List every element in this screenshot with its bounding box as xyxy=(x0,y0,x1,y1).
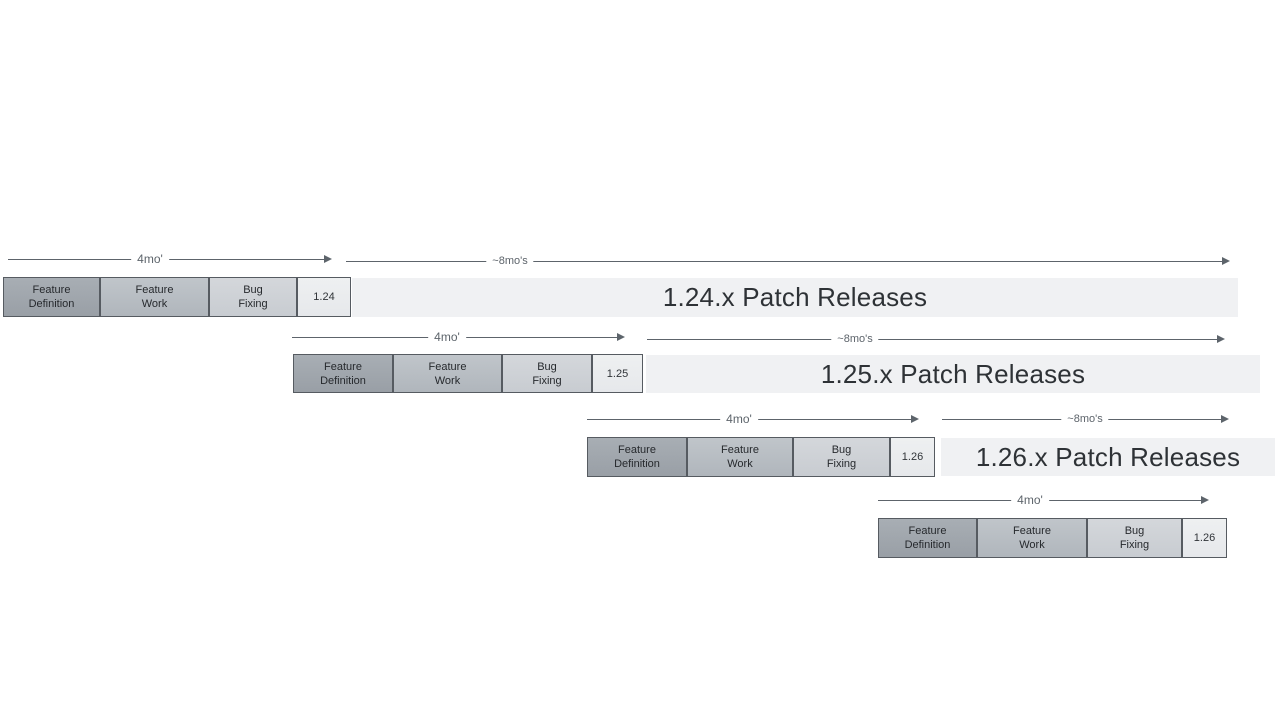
release-version-box: 1.24 xyxy=(297,277,351,317)
timeline-arrow-8mo: ~8mo's xyxy=(942,413,1229,425)
patch-releases-bar: 1.26.x Patch Releases xyxy=(941,438,1275,476)
patch-releases-label: 1.25.x Patch Releases xyxy=(820,358,1086,389)
bug-fixing-box: Bug Fixing xyxy=(502,354,592,393)
bug-fixing-box: Bug Fixing xyxy=(793,437,890,477)
feature-work-box: Feature Work xyxy=(100,277,209,317)
duration-label-8mo: ~8mo's xyxy=(831,333,879,345)
release-version-box: 1.26 xyxy=(1182,518,1227,558)
timeline-arrow-8mo: ~8mo's xyxy=(647,333,1225,345)
patch-releases-label: 1.24.x Patch Releases xyxy=(662,282,928,312)
duration-label-8mo: ~8mo's xyxy=(486,255,534,267)
duration-label-4mo: 4mo' xyxy=(131,252,169,266)
timeline-arrow-8mo: ~8mo's xyxy=(346,255,1230,267)
feature-work-box: Feature Work xyxy=(977,518,1087,558)
release-version-box: 1.26 xyxy=(890,437,935,477)
timeline-arrow-4mo: 4mo' xyxy=(878,493,1209,507)
feature-work-box: Feature Work xyxy=(687,437,793,477)
duration-label-4mo: 4mo' xyxy=(720,412,758,426)
bug-fixing-box: Bug Fixing xyxy=(209,277,297,317)
feature-definition-box: Feature Definition xyxy=(587,437,687,477)
feature-work-box: Feature Work xyxy=(393,354,502,393)
feature-definition-box: Feature Definition xyxy=(878,518,977,558)
feature-definition-box: Feature Definition xyxy=(293,354,393,393)
patch-releases-bar: 1.24.x Patch Releases xyxy=(352,278,1238,317)
duration-label-8mo: ~8mo's xyxy=(1061,413,1109,425)
patch-releases-label: 1.26.x Patch Releases xyxy=(975,441,1241,472)
feature-definition-box: Feature Definition xyxy=(3,277,100,317)
timeline-arrow-4mo: 4mo' xyxy=(292,330,625,344)
release-version-box: 1.25 xyxy=(592,354,643,393)
patch-releases-bar: 1.25.x Patch Releases xyxy=(646,355,1260,393)
duration-label-4mo: 4mo' xyxy=(428,330,466,344)
bug-fixing-box: Bug Fixing xyxy=(1087,518,1182,558)
timeline-arrow-4mo: 4mo' xyxy=(587,412,919,426)
duration-label-4mo: 4mo' xyxy=(1011,493,1049,507)
timeline-arrow-4mo: 4mo' xyxy=(8,252,332,266)
